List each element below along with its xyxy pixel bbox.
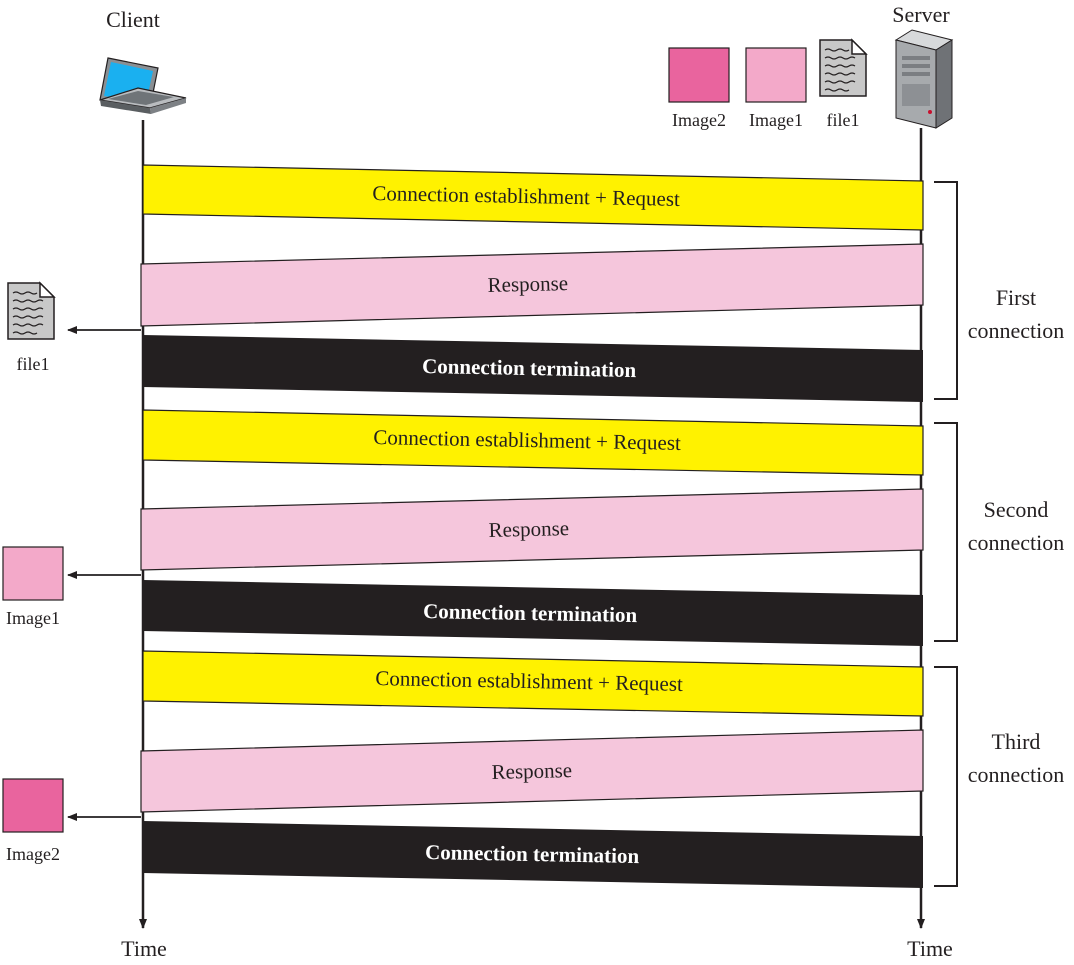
response-label-1: Response — [487, 271, 568, 297]
request-band-1 — [142, 164, 924, 231]
received-image2-icon — [2, 778, 64, 833]
received-image1-icon — [2, 546, 64, 601]
response-band-1 — [140, 243, 924, 327]
request-label-3: Connection establishment + Request — [375, 666, 683, 696]
termination-band-3 — [143, 821, 923, 888]
received-file1-label: file1 — [17, 354, 50, 374]
bracket-1 — [934, 181, 958, 400]
laptop-icon — [99, 57, 187, 114]
server-time-label: Time — [907, 936, 953, 961]
termination-band-2 — [143, 580, 923, 646]
client-time-label: Time — [121, 936, 167, 961]
server-image1-icon — [745, 47, 807, 103]
bracket-2 — [934, 422, 958, 642]
response-band-2 — [140, 488, 924, 571]
client-label: Client — [106, 7, 160, 32]
bracket-label-2-line2: connection — [968, 530, 1065, 555]
termination-label-3: Connection termination — [425, 840, 640, 868]
received-file1-icon — [7, 282, 55, 340]
bracket-label-3-line1: Third — [992, 729, 1041, 754]
bracket-3 — [934, 666, 958, 887]
received-image2-label: Image2 — [6, 844, 60, 864]
response-label-2: Response — [488, 516, 569, 542]
bracket-label-2-line1: Second — [984, 497, 1049, 522]
termination-label-1: Connection termination — [422, 354, 637, 382]
bracket-label-1-line2: connection — [968, 318, 1065, 343]
response-label-3: Response — [491, 758, 572, 784]
server: Server Time Image2 Image1 file1 — [668, 2, 954, 961]
request-band-3 — [142, 650, 924, 717]
server-image2-label: Image2 — [672, 110, 726, 130]
server-file1-icon — [819, 39, 867, 97]
termination-band-1 — [143, 335, 923, 402]
server-file1-label: file1 — [827, 110, 860, 130]
connection-1: Connection establishment + Request Respo… — [7, 164, 1065, 402]
server-label: Server — [892, 2, 950, 27]
received-image1-label: Image1 — [6, 608, 60, 628]
bracket-label-3-line2: connection — [968, 762, 1065, 787]
server-image1-label: Image1 — [749, 110, 803, 130]
request-band-2 — [142, 409, 924, 476]
request-label-1: Connection establishment + Request — [372, 181, 680, 211]
termination-label-2: Connection termination — [423, 599, 638, 627]
bracket-label-1-line1: First — [996, 285, 1036, 310]
response-band-3 — [140, 729, 924, 813]
server-image2-icon — [668, 47, 730, 103]
connection-3: Connection establishment + Request Respo… — [2, 650, 1065, 888]
connection-2: Connection establishment + Request Respo… — [2, 409, 1065, 646]
server-tower-icon — [894, 29, 954, 129]
request-label-2: Connection establishment + Request — [373, 425, 681, 455]
